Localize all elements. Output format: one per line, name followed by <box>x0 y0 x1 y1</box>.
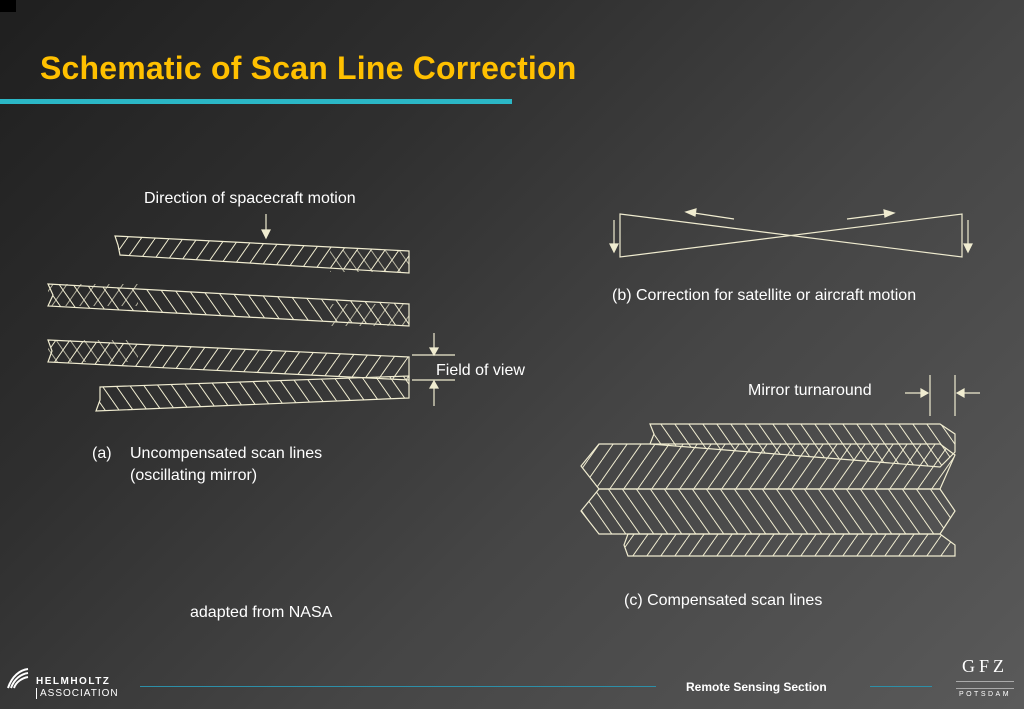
direction-label: Direction of spacecraft motion <box>144 190 356 207</box>
caption-b: (b) Correction for satellite or aircraft… <box>612 287 917 304</box>
caption-a-line1: Uncompensated scan lines <box>130 445 323 462</box>
uncompensated-scan-lines <box>47 214 455 412</box>
caption-c: (c) Compensated scan lines <box>624 592 823 609</box>
overlap-zone-4 <box>48 340 138 362</box>
overlap-zone-2 <box>48 284 138 306</box>
helmholtz-association: ASSOCIATION <box>36 688 119 699</box>
helmholtz-name: HELMHOLTZ <box>36 676 111 687</box>
scan-left-arrow-head <box>684 208 697 217</box>
comp-band-4 <box>623 533 956 557</box>
correction-bowtie <box>619 213 963 258</box>
gfz-logo[interactable]: GFZ POTSDAM <box>952 656 1018 698</box>
corner-mark <box>0 0 16 12</box>
footer-rule-right <box>870 686 932 687</box>
scan-right-arrow-head <box>883 209 896 218</box>
comp-band-3 <box>580 488 956 535</box>
overlap-zone-3 <box>330 304 409 326</box>
caption-a-line2: (oscillating mirror) <box>130 467 258 484</box>
scan-band-4 <box>95 375 410 412</box>
field-of-view-label: Field of view <box>436 362 525 379</box>
mirror-right-arrow-head <box>955 387 965 399</box>
gfz-subtitle-band <box>956 681 1014 689</box>
gfz-mark: GFZ <box>961 656 1008 676</box>
caption-a-prefix: (a) <box>92 445 112 462</box>
gfz-city: POTSDAM <box>958 691 1012 698</box>
fov-arrow-down-head <box>428 347 440 357</box>
footer-section-name: Remote Sensing Section <box>686 680 827 694</box>
comp-band-2 <box>580 443 956 490</box>
motion-correction-diagram <box>609 208 973 258</box>
mirror-left-arrow-head <box>920 387 930 399</box>
slide-title: Schematic of Scan Line Correction <box>40 50 577 86</box>
right-down-arrow-head <box>963 243 973 254</box>
scan-left-arrow-shaft <box>693 212 735 220</box>
fov-arrow-up-head <box>428 379 440 389</box>
helmholtz-swoosh-icon <box>7 668 29 689</box>
footer-rule-left <box>140 686 656 687</box>
compensated-scan-lines <box>580 375 980 557</box>
title-underline <box>0 99 512 104</box>
direction-arrow-head <box>261 229 271 240</box>
credit-label: adapted from NASA <box>190 604 333 621</box>
left-down-arrow-head <box>609 243 619 254</box>
scan-right-arrow-shaft <box>846 213 887 220</box>
mirror-turnaround-label: Mirror turnaround <box>748 382 872 399</box>
overlap-zone-1 <box>330 250 409 272</box>
